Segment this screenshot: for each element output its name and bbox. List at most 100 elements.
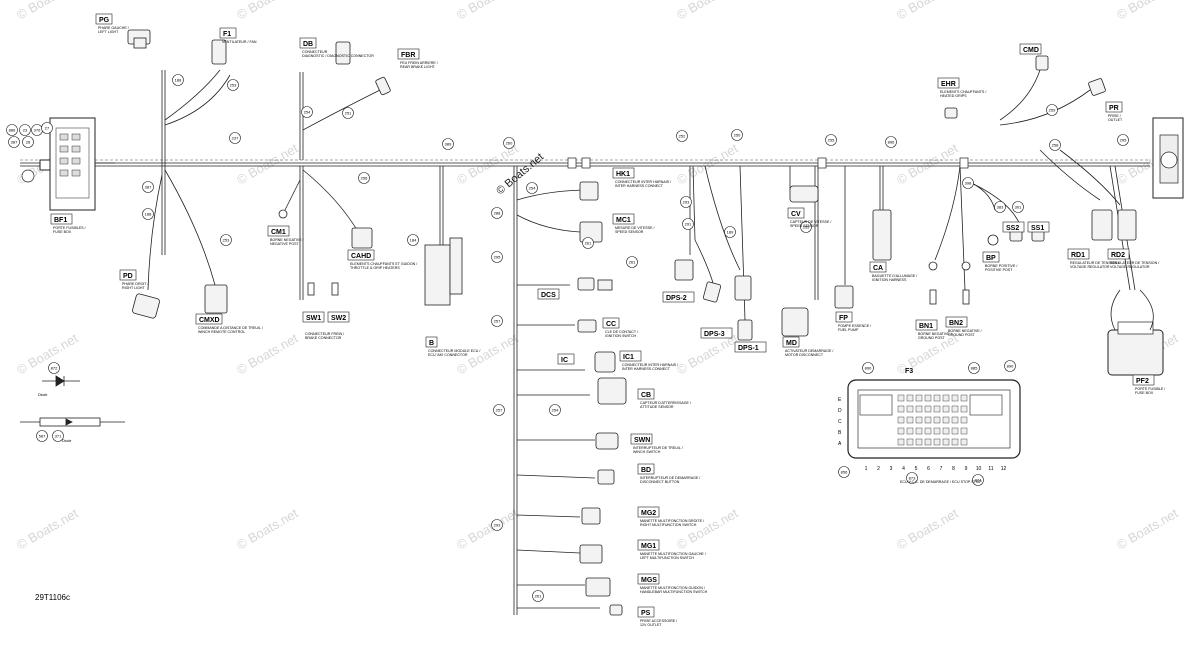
ref-bubble: 28	[22, 136, 34, 148]
ref-bubble-circle	[626, 256, 638, 268]
ref-bubble-circle	[532, 590, 544, 602]
component-code: IC1	[623, 354, 634, 361]
fuse-slot	[906, 394, 914, 402]
ref-bubble: 587	[36, 430, 48, 442]
component-desc: INTERRUPTEUR DE TREUIL /	[633, 446, 683, 450]
label-dps3: DPS-3	[700, 327, 733, 339]
label-box	[637, 539, 660, 551]
ref-bubble: 261	[626, 256, 638, 268]
ref-number: 254	[529, 185, 536, 190]
ref-bubble-circle	[676, 130, 688, 142]
component-code: BF1	[54, 217, 67, 224]
label-box	[119, 269, 137, 281]
component-code: CMXD	[199, 317, 220, 324]
ref-bubble: 301	[1012, 201, 1024, 213]
fuse-col-label: 4	[902, 466, 905, 472]
ref-bubble: 398	[962, 177, 974, 189]
component-desc: ELEMENTS CHAUFFANTS /	[940, 90, 986, 94]
fuse-slot	[951, 394, 959, 402]
component-desc: ECU 'AM' CONNECTOR	[428, 353, 468, 357]
ref-bubble: 295	[1117, 134, 1129, 146]
fuse-slot	[897, 427, 905, 435]
label-box	[782, 336, 800, 348]
fuse-slot	[924, 416, 932, 424]
component-desc: WINCH SWITCH	[633, 450, 661, 454]
fuse-slot	[960, 394, 968, 402]
label-box	[1132, 374, 1155, 386]
component-desc: POMPE ESSENCE /	[838, 324, 871, 328]
ref-bubble: 295	[491, 251, 503, 263]
ref-number: 237	[232, 135, 239, 140]
ref-number: 251	[345, 110, 352, 115]
ref-bubble-circle	[825, 134, 837, 146]
fuse-col-label: 7	[940, 466, 943, 472]
label-box	[425, 336, 438, 348]
component-desc: INTERRUPTEUR DE DEMARRAGE /	[640, 476, 700, 480]
component-code: CA	[873, 265, 883, 272]
component-code: HK1	[616, 171, 630, 178]
ref-bubble: 261	[532, 590, 544, 602]
label-box	[612, 213, 635, 225]
ref-bubble-circle	[142, 181, 154, 193]
label-box	[299, 37, 317, 49]
ref-bubble-circle	[19, 124, 31, 136]
component-desc: MANETTE MULTIFONCTION DROITE /	[640, 519, 704, 523]
ref-bubble-circle	[994, 201, 1006, 213]
ref-bubble: 256	[358, 172, 370, 184]
ref-number: 257	[496, 407, 503, 412]
component-desc: 12V OUTLET	[640, 623, 662, 627]
component-desc: Diode	[38, 393, 47, 397]
ref-bubble-circle	[493, 404, 505, 416]
ref-number: 398	[965, 180, 972, 185]
ref-bubble-circle	[582, 237, 594, 249]
component-code: PF2	[1136, 378, 1149, 385]
component-code: DB	[303, 41, 313, 48]
ref-bubble-circle	[172, 74, 184, 86]
ref-bubble: 252	[676, 130, 688, 142]
ref-number: 387	[11, 139, 18, 144]
label-box	[637, 463, 655, 475]
ref-bubble: 874	[972, 474, 984, 486]
ref-bubble: 251	[342, 107, 354, 119]
label-box	[937, 77, 960, 89]
component-desc: PRISE /	[1108, 114, 1121, 118]
component-desc: REGULATEUR DE TENSION /	[1110, 261, 1159, 265]
component-desc: RIGHT MULTIFUNCTION SWITCH	[640, 523, 697, 527]
label-box	[945, 316, 968, 328]
label-diode: Diode	[38, 393, 47, 397]
ref-number: 874	[975, 477, 982, 482]
fuse-slot	[924, 438, 932, 446]
ref-number: 890	[865, 365, 872, 370]
component-code: CMD	[1023, 47, 1039, 54]
component-code: DPS-2	[666, 295, 687, 302]
component-code: PD	[123, 273, 133, 280]
component-desc: CONNECTEUR INTER HARNAIS /	[622, 363, 678, 367]
component-code: CC	[606, 321, 616, 328]
component-desc: COMMANDE A DISTANCE DE TREUIL /	[198, 326, 263, 330]
component-desc: FUSE BOX	[53, 230, 72, 234]
ref-bubble: 188	[142, 208, 154, 220]
label-box	[50, 213, 73, 225]
component-code: MG2	[641, 510, 656, 517]
ref-bubble-circle	[41, 122, 53, 134]
component-code: PS	[641, 610, 651, 617]
component-desc: IGNITION HARNESS	[872, 278, 907, 282]
label-box	[915, 319, 938, 331]
ref-bubble-circle	[526, 182, 538, 194]
component-desc: VOLTAGE REGULATOR	[1070, 265, 1110, 269]
component-code: CAHD	[351, 253, 371, 260]
component-desc: GROUND POST	[948, 333, 976, 337]
ref-bubble: 255	[800, 221, 812, 233]
component-desc: Diode	[62, 439, 71, 443]
component-desc: VENTILATEUR / FAN	[222, 40, 257, 44]
ref-number: 387	[145, 184, 152, 189]
fuse-slot	[924, 405, 932, 413]
fuse-slot	[906, 416, 914, 424]
